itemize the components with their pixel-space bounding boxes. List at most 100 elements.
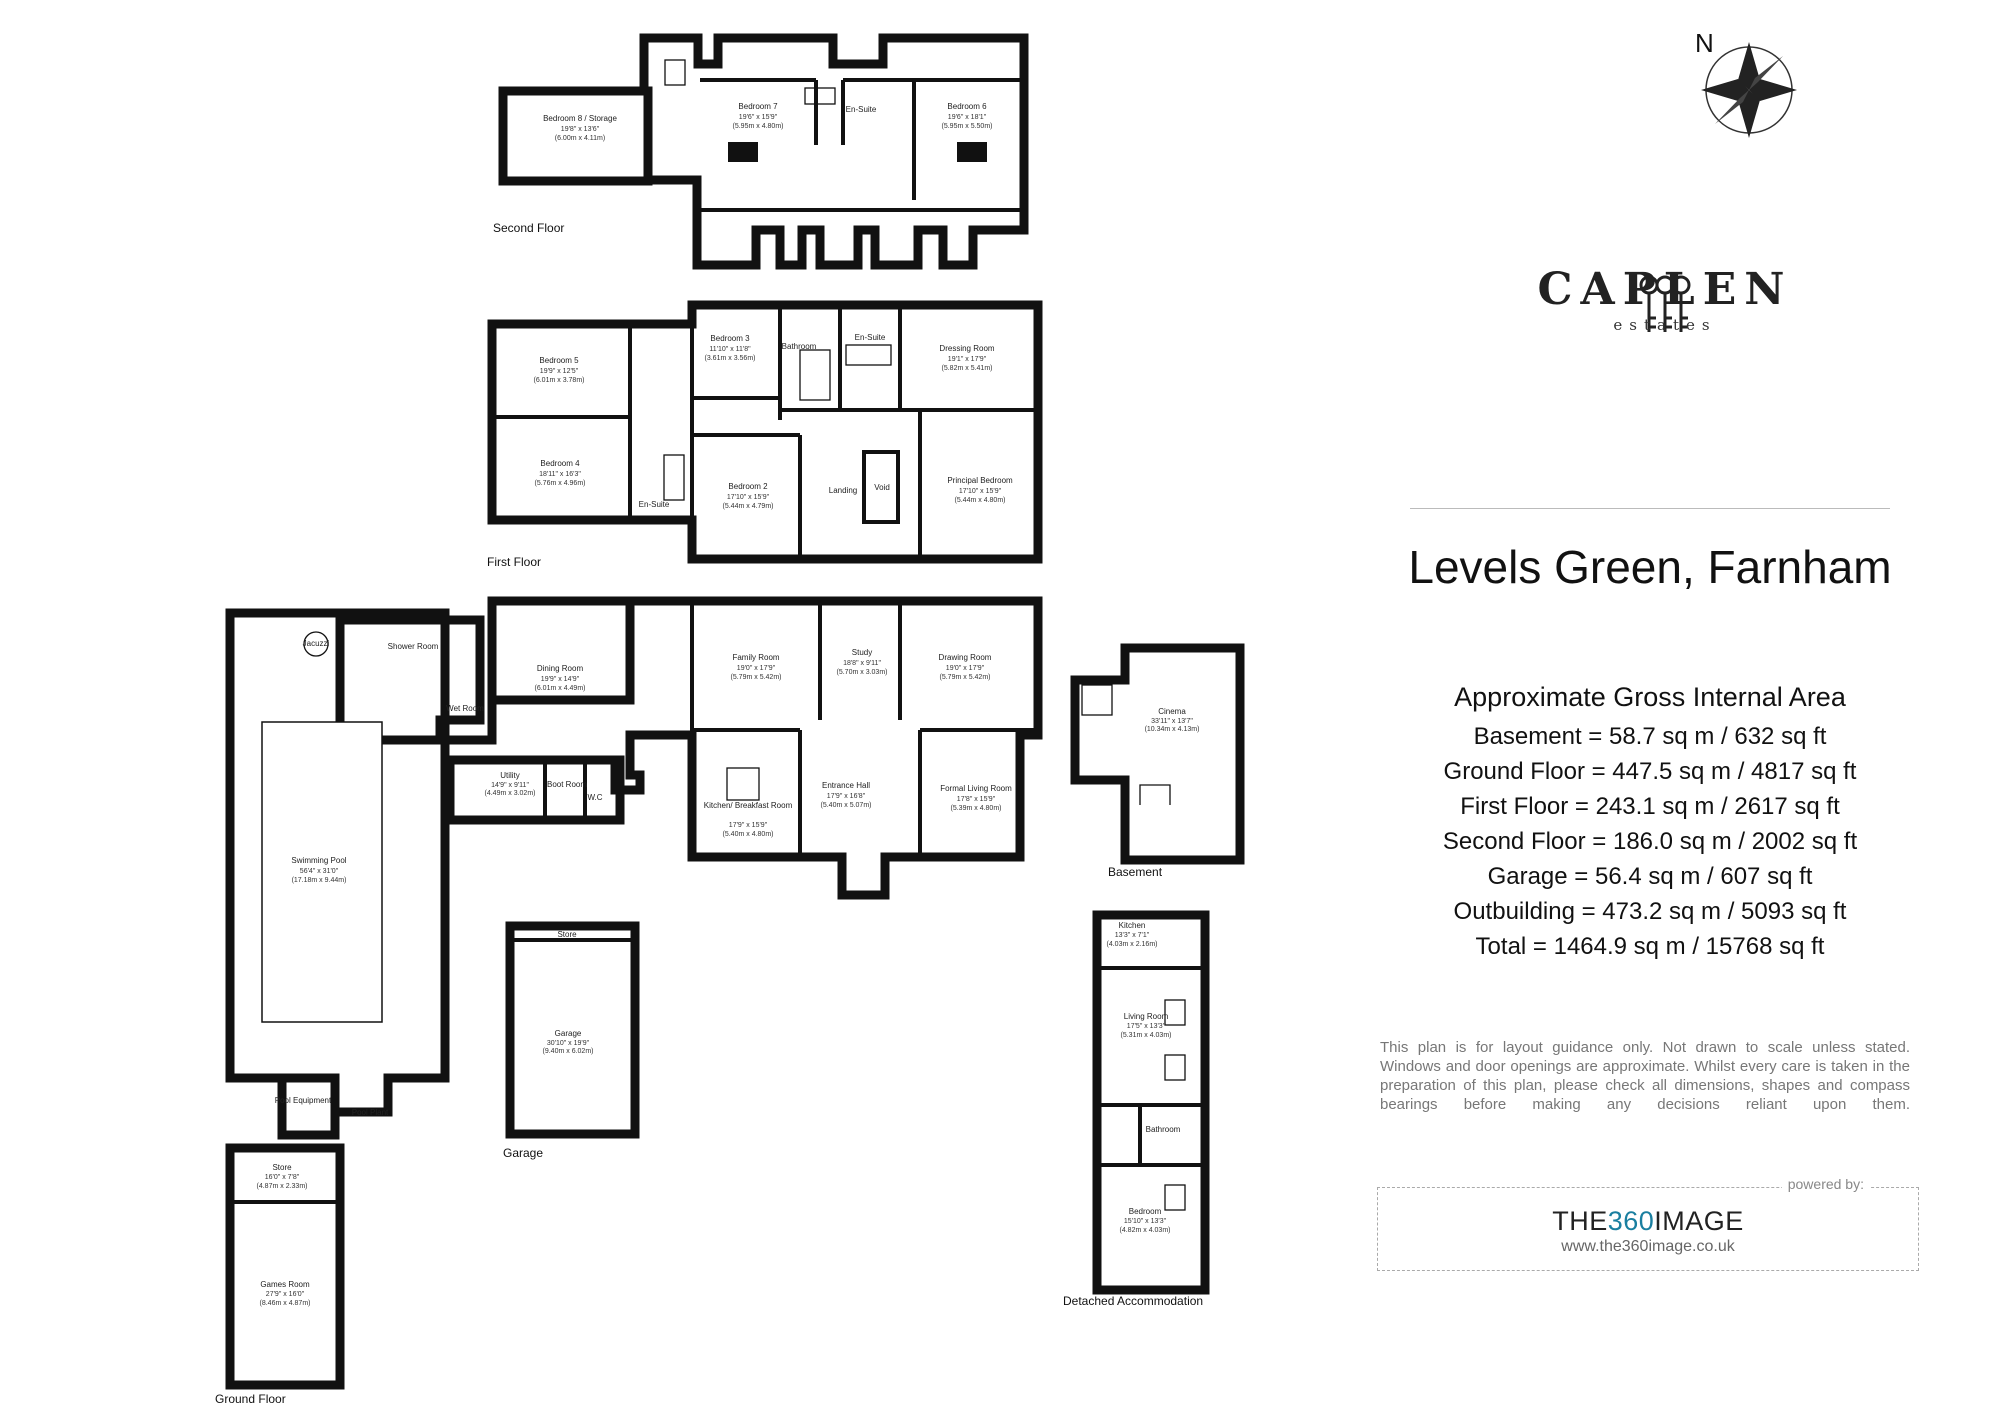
room-games-imperial: 27'9" x 16'0" bbox=[266, 1291, 305, 1298]
area-summary: Approximate Gross Internal Area Basement… bbox=[1380, 682, 1920, 964]
area-line-total: Total = 1464.9 sq m / 15768 sq ft bbox=[1475, 933, 1825, 960]
room-bedroom3-name: Bedroom 3 bbox=[710, 334, 750, 343]
room-hall-imperial: 17'9" x 16'8" bbox=[827, 793, 866, 800]
area-line-basement: Basement = 58.7 sq m / 632 sq ft bbox=[1473, 723, 1827, 750]
room-bedroom5-imperial: 19'9" x 12'5" bbox=[540, 368, 579, 375]
room-pool-imperial: 56'4" x 31'0" bbox=[300, 868, 339, 875]
basement-plan bbox=[1070, 643, 1245, 865]
area-line-outbuilding: Outbuilding = 473.2 sq m / 5093 sq ft bbox=[1453, 898, 1847, 925]
disclaimer-text: This plan is for layout guidance only. N… bbox=[1380, 1039, 1910, 1113]
room-bedroom7-metric: (5.95m x 4.80m) bbox=[733, 123, 784, 130]
room-bedroom4-name: Bedroom 4 bbox=[540, 459, 580, 468]
label-basement: Basement bbox=[1108, 865, 1163, 879]
room-ensuite-1f-name: En-Suite bbox=[855, 333, 886, 342]
area-line-garage: Garage = 56.4 sq m / 607 sq ft bbox=[1487, 863, 1813, 890]
room-bedroom6-metric: (5.95m x 5.50m) bbox=[942, 123, 993, 130]
room-dining-metric: (6.01m x 4.49m) bbox=[535, 685, 586, 692]
room-study-name: Study bbox=[852, 648, 872, 657]
room-drawing-imperial: 19'0" x 17'9" bbox=[946, 665, 985, 672]
room-ensuite-4-name: En-Suite bbox=[639, 500, 670, 509]
room-utility-metric: (4.49m x 3.02m) bbox=[485, 790, 536, 797]
room-store-metric: (4.87m x 2.33m) bbox=[257, 1183, 308, 1190]
room-void-name: Void bbox=[874, 483, 890, 492]
room-dbed-metric: (4.82m x 4.03m) bbox=[1120, 1227, 1171, 1234]
room-dkitchen-metric: (4.03m x 2.16m) bbox=[1107, 941, 1158, 948]
room-games-metric: (8.46m x 4.87m) bbox=[260, 1300, 311, 1307]
room-bedroom5-name: Bedroom 5 bbox=[539, 356, 579, 365]
room-principal-name: Principal Bedroom bbox=[947, 476, 1013, 485]
room-bedroom7-name: Bedroom 7 bbox=[738, 102, 778, 111]
room-hall-name: Entrance Hall bbox=[822, 781, 870, 790]
label-ground-floor: Ground Floor bbox=[215, 1392, 286, 1406]
logo-name: CAPLEN bbox=[1537, 264, 1793, 315]
label-garage: Garage bbox=[503, 1146, 543, 1160]
label-second-floor: Second Floor bbox=[493, 221, 564, 235]
caplen-keys-logo bbox=[1639, 275, 1691, 332]
room-study-imperial: 18'8" x 9'11" bbox=[843, 660, 881, 667]
room-drawing-metric: (5.79m x 5.42m) bbox=[940, 674, 991, 681]
caplen-logo: CAPLEN estates bbox=[1530, 264, 1800, 335]
room-bedroom2-imperial: 17'10" x 15'9" bbox=[727, 494, 770, 501]
room-boot-name: Boot Room bbox=[547, 780, 587, 789]
the360image-brand: THE360IMAGE bbox=[1378, 1206, 1918, 1237]
room-kitchen-name: Kitchen/ Breakfast Room bbox=[704, 801, 793, 810]
room-bedroom2-metric: (5.44m x 4.79m) bbox=[723, 503, 774, 510]
room-principal-metric: (5.44m x 4.80m) bbox=[955, 497, 1006, 504]
brand-pre: THE bbox=[1552, 1206, 1608, 1236]
logo-subtitle: estates bbox=[1613, 316, 1717, 334]
room-dbed-name: Bedroom bbox=[1129, 1207, 1162, 1216]
room-family-name: Family Room bbox=[732, 653, 779, 662]
room-store-imperial: 16'0" x 7'8" bbox=[265, 1174, 300, 1181]
room-cinema-imperial: 33'11" x 13'7" bbox=[1151, 718, 1193, 725]
detached-plan bbox=[1092, 910, 1210, 1295]
room-poolequip-name: Pool Equipment bbox=[275, 1096, 332, 1105]
room-dbed-imperial: 15'10" x 13'3" bbox=[1124, 1218, 1167, 1225]
room-bathroom-1f-name: Bathroom bbox=[782, 342, 817, 351]
second-floor-plan bbox=[498, 33, 1029, 270]
room-dressing-imperial: 19'1" x 17'9" bbox=[948, 356, 987, 363]
room-wc-name: W.C bbox=[587, 793, 602, 802]
garage-plan bbox=[505, 921, 640, 1139]
room-bedroom8-imperial: 19'8" x 13'6" bbox=[561, 126, 600, 133]
compass-icon: N bbox=[1695, 28, 1797, 138]
room-dining-name: Dining Room bbox=[537, 664, 584, 673]
area-heading: Approximate Gross Internal Area bbox=[1454, 682, 1846, 712]
room-bedroom7-imperial: 19'6" x 15'9" bbox=[739, 114, 778, 121]
room-cinema-name: Cinema bbox=[1158, 707, 1186, 716]
room-family-imperial: 19'0" x 17'9" bbox=[737, 665, 776, 672]
room-labels: Bedroom 8 / Storage 19'8" x 13'6" (6.00m… bbox=[257, 102, 1200, 1307]
room-wetroom-name: Wet Room bbox=[446, 704, 484, 713]
room-jacuzzi-name: Jacuzzi bbox=[303, 639, 330, 648]
room-bedroom4-metric: (5.76m x 4.96m) bbox=[535, 480, 586, 487]
room-bedroom3-imperial: 11'10" x 11'8" bbox=[709, 346, 751, 353]
room-dining-imperial: 19'9" x 14'9" bbox=[541, 676, 580, 683]
first-floor-plan bbox=[487, 300, 1043, 564]
brand-num: 360 bbox=[1607, 1206, 1655, 1236]
room-cinema-metric: (10.34m x 4.13m) bbox=[1145, 726, 1200, 733]
room-garage-name: Garage bbox=[555, 1029, 582, 1038]
room-study-metric: (5.70m x 3.03m) bbox=[837, 669, 888, 676]
floor-labels: Second Floor First Floor Ground Floor Ba… bbox=[215, 221, 1203, 1406]
room-shower-name: Shower Room bbox=[388, 642, 439, 651]
pool-building-plan bbox=[225, 608, 450, 1140]
room-bedroom5-metric: (6.01m x 3.78m) bbox=[534, 377, 585, 384]
room-store-name: Store bbox=[272, 1163, 292, 1172]
brand-post: IMAGE bbox=[1654, 1206, 1744, 1236]
room-formal-name: Formal Living Room bbox=[940, 784, 1012, 793]
room-formal-imperial: 17'8" x 15'9" bbox=[957, 796, 996, 803]
room-garage-store-name: Store bbox=[557, 930, 577, 939]
room-bedroom2-name: Bedroom 2 bbox=[728, 482, 768, 491]
games-room-plan bbox=[225, 1143, 345, 1390]
property-title: Levels Green, Farnham bbox=[1408, 541, 1892, 593]
room-utility-imperial: 14'9" x 9'11" bbox=[491, 782, 529, 789]
room-dbath-name: Bathroom bbox=[1146, 1125, 1181, 1134]
room-living-imperial: 17'5" x 13'3" bbox=[1127, 1023, 1166, 1030]
brand-url[interactable]: www.the360image.co.uk bbox=[1561, 1238, 1735, 1255]
room-dkitchen-imperial: 13'3" x 7'1" bbox=[1115, 932, 1150, 939]
room-bedroom6-imperial: 19'6" x 18'1" bbox=[948, 114, 987, 121]
compass-north-label: N bbox=[1695, 28, 1714, 58]
room-garage-imperial: 30'10" x 19'9" bbox=[547, 1040, 590, 1047]
room-living-name: Living Room bbox=[1124, 1012, 1169, 1021]
room-hall-metric: (5.40m x 5.07m) bbox=[821, 802, 872, 809]
